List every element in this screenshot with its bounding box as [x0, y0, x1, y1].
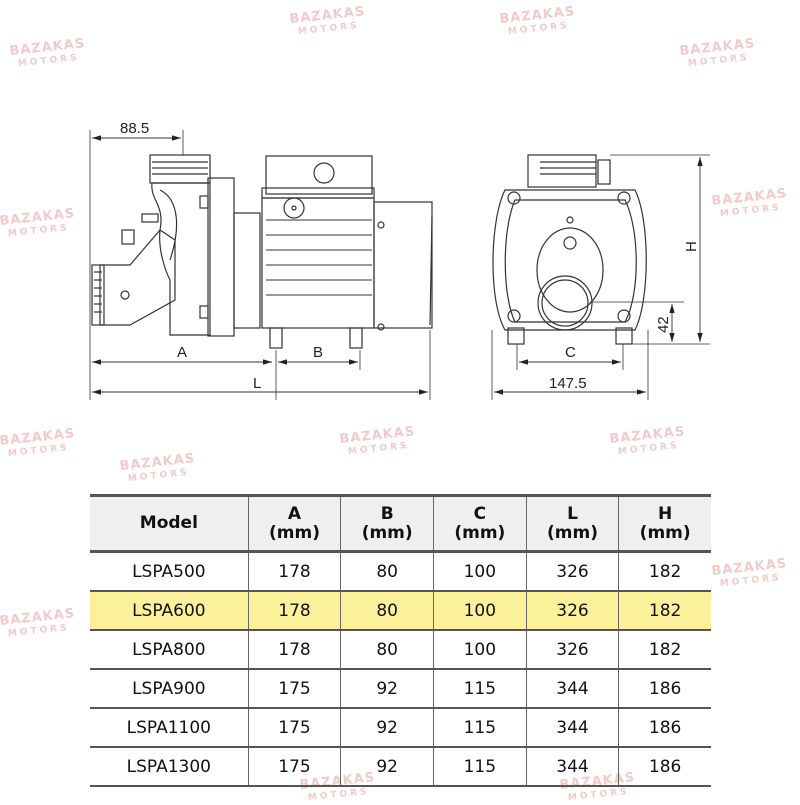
cell-l: 344: [525, 747, 620, 787]
cell-l: 344: [525, 669, 620, 709]
header-b: B(mm): [340, 495, 434, 552]
dim-label-42: 42: [655, 316, 672, 333]
header-h: H(mm): [618, 495, 711, 552]
cell-b: 92: [340, 669, 434, 709]
table-header-row: Model A(mm) B(mm) C(mm) L(mm) H(mm): [90, 495, 711, 552]
dim-label-88-5: 88.5: [120, 120, 149, 137]
cell-b: 80: [340, 630, 434, 670]
cell-b: 80: [340, 551, 434, 592]
header-unit: (mm): [454, 522, 506, 543]
dim-label-c: C: [565, 344, 576, 361]
cell-h: 182: [618, 630, 711, 670]
cell-l: 326: [525, 630, 620, 670]
header-label: B: [380, 503, 394, 524]
header-label: H: [658, 503, 673, 524]
cell-a: 178: [247, 630, 342, 670]
header-label: Model: [139, 513, 198, 533]
cell-model: LSPA1300: [90, 747, 249, 787]
dimensions-table: Model A(mm) B(mm) C(mm) L(mm) H(mm) LSPA…: [90, 494, 711, 787]
side-view: 88.5 A B L: [89, 120, 433, 400]
cell-a: 178: [247, 551, 342, 592]
dim-label-h: H: [683, 241, 700, 252]
cell-model: LSPA600: [90, 591, 249, 631]
cell-l: 344: [525, 708, 620, 748]
cell-b: 92: [340, 708, 434, 748]
cell-h: 186: [618, 669, 711, 709]
cell-l: 326: [525, 591, 620, 631]
dim-label-147-5: 147.5: [549, 375, 587, 392]
header-unit: (mm): [547, 522, 598, 543]
cell-c: 115: [433, 747, 527, 787]
header-c: C(mm): [433, 495, 527, 552]
pump-dimension-drawing: 88.5 A B L C 147.5 H 42: [89, 120, 710, 400]
dim-label-a: A: [177, 344, 187, 361]
cell-a: 175: [247, 669, 342, 709]
cell-c: 115: [433, 708, 527, 748]
front-view: C 147.5 H 42: [491, 154, 710, 400]
cell-h: 182: [618, 591, 711, 631]
cell-c: 100: [433, 630, 527, 670]
dim-label-b: B: [313, 344, 323, 361]
cell-b: 92: [340, 747, 434, 787]
header-unit: (mm): [639, 522, 691, 543]
dim-label-l: L: [253, 375, 261, 392]
cell-model: LSPA900: [90, 669, 249, 709]
cell-a: 175: [247, 747, 342, 787]
cell-c: 100: [433, 591, 527, 631]
header-model: Model: [90, 495, 249, 552]
cell-model: LSPA1100: [90, 708, 249, 748]
cell-h: 182: [618, 551, 711, 592]
cell-model: LSPA800: [90, 630, 249, 670]
header-label: C: [473, 503, 487, 524]
header-a: A(mm): [247, 495, 342, 552]
cell-model: LSPA500: [90, 551, 249, 592]
cell-c: 100: [433, 551, 527, 592]
header-l: L(mm): [525, 495, 620, 552]
cell-l: 326: [525, 551, 620, 592]
header-unit: (mm): [269, 522, 320, 543]
header-label: L: [567, 503, 578, 524]
cell-h: 186: [618, 708, 711, 748]
cell-c: 115: [433, 669, 527, 709]
header-label: A: [287, 503, 302, 524]
cell-b: 80: [340, 591, 434, 631]
cell-h: 186: [618, 747, 711, 787]
cell-a: 178: [247, 591, 342, 631]
header-unit: (mm): [361, 522, 413, 543]
cell-a: 175: [247, 708, 342, 748]
